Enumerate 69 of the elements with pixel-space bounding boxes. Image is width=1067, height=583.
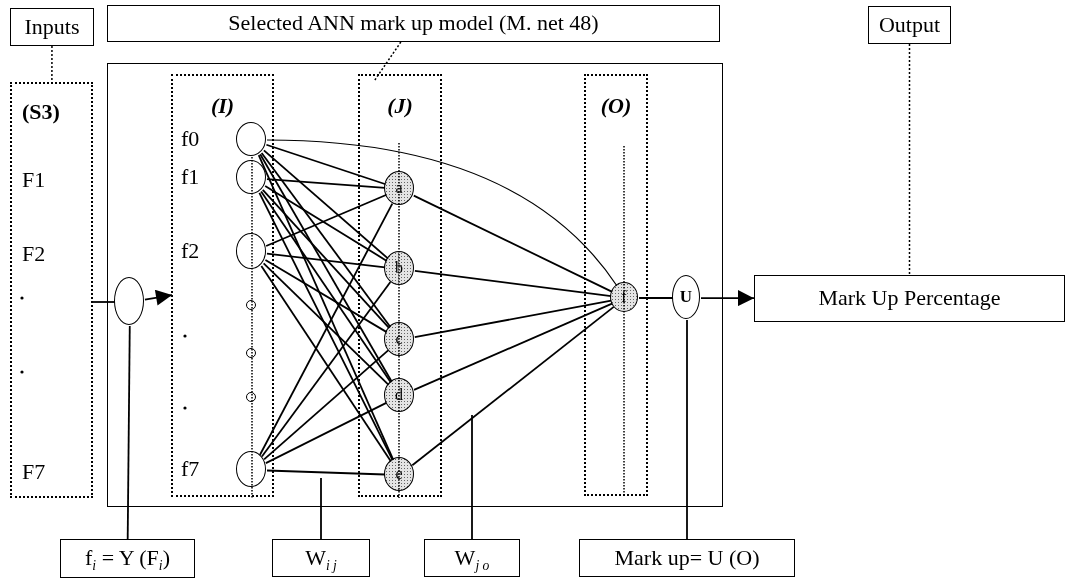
neuron-label: f1 bbox=[181, 165, 200, 189]
leader-line bbox=[471, 414, 473, 540]
connector-line bbox=[263, 349, 390, 461]
neuron-circle: c bbox=[384, 322, 414, 356]
input-label: F2 bbox=[22, 242, 46, 266]
neuron-circle: d bbox=[384, 378, 414, 412]
title-box: Selected ANN mark up model (M. net 48) bbox=[107, 5, 720, 42]
small-neuron-circle bbox=[246, 348, 256, 358]
connector-line bbox=[259, 153, 393, 383]
formula-box: f$_{i}$ = Y (F$_{i}$) bbox=[60, 539, 195, 578]
connector-line bbox=[262, 262, 390, 386]
neuron-label: f2 bbox=[181, 239, 200, 263]
connector-line bbox=[265, 194, 387, 247]
connector-line bbox=[91, 301, 116, 303]
neuron-circle bbox=[236, 122, 266, 156]
formula-box: W$_{j o}$ bbox=[424, 539, 520, 577]
neuron-circle: b bbox=[384, 251, 414, 285]
neuron-circle bbox=[236, 451, 266, 487]
neuron-label: f7 bbox=[181, 457, 200, 481]
small-neuron-circle bbox=[246, 300, 256, 310]
connector-line bbox=[266, 139, 618, 287]
input-label: F1 bbox=[22, 168, 46, 192]
label-box: Output bbox=[868, 6, 951, 44]
neuron-circle bbox=[236, 160, 266, 194]
layer-panel bbox=[584, 74, 648, 496]
connector-line bbox=[265, 143, 387, 186]
connector-line bbox=[263, 149, 389, 260]
label-box: Inputs bbox=[10, 8, 94, 46]
formula-box: W$_{i j}$ bbox=[272, 539, 370, 577]
input-label: F7 bbox=[22, 460, 46, 484]
input-layer-panel bbox=[10, 82, 93, 498]
neuron-label: f0 bbox=[181, 127, 200, 151]
connector-line bbox=[260, 152, 392, 328]
leader-line bbox=[686, 319, 688, 540]
connector-line bbox=[412, 194, 614, 293]
small-neuron-circle bbox=[246, 392, 256, 402]
arrow bbox=[144, 289, 173, 306]
connector-line bbox=[260, 190, 392, 384]
leader-line bbox=[320, 477, 322, 540]
layer-heading: (O) bbox=[599, 94, 633, 118]
layer-panel bbox=[358, 74, 442, 497]
function-ellipse bbox=[114, 277, 144, 325]
connector-line bbox=[413, 302, 613, 391]
connector-line bbox=[266, 178, 386, 189]
connector-line bbox=[414, 270, 612, 298]
connector-line bbox=[261, 188, 391, 330]
leader-line bbox=[51, 45, 53, 83]
neuron-circle bbox=[236, 233, 266, 269]
leader-line bbox=[126, 325, 131, 540]
connector-line bbox=[264, 259, 388, 333]
layer-heading: (S3) bbox=[22, 100, 60, 124]
model-frame bbox=[107, 63, 723, 507]
function-ellipse: U bbox=[672, 275, 700, 319]
connector-line bbox=[638, 297, 674, 299]
leader-line bbox=[374, 41, 402, 81]
layer-panel bbox=[171, 74, 274, 497]
connector-line bbox=[264, 185, 388, 262]
layer-heading: (I) bbox=[209, 94, 236, 118]
connector-line bbox=[266, 469, 386, 476]
arrow bbox=[700, 290, 755, 307]
leader-line bbox=[908, 43, 911, 276]
output-box: Mark Up Percentage bbox=[754, 275, 1065, 322]
neuron-circle: f bbox=[610, 282, 638, 312]
connector-line bbox=[411, 306, 615, 467]
connector-line bbox=[266, 252, 386, 269]
neuron-circle: a bbox=[384, 171, 414, 205]
neuron-circle: e bbox=[384, 457, 414, 491]
formula-box: Mark up= U (O) bbox=[579, 539, 795, 577]
layer-heading: (J) bbox=[386, 94, 414, 118]
